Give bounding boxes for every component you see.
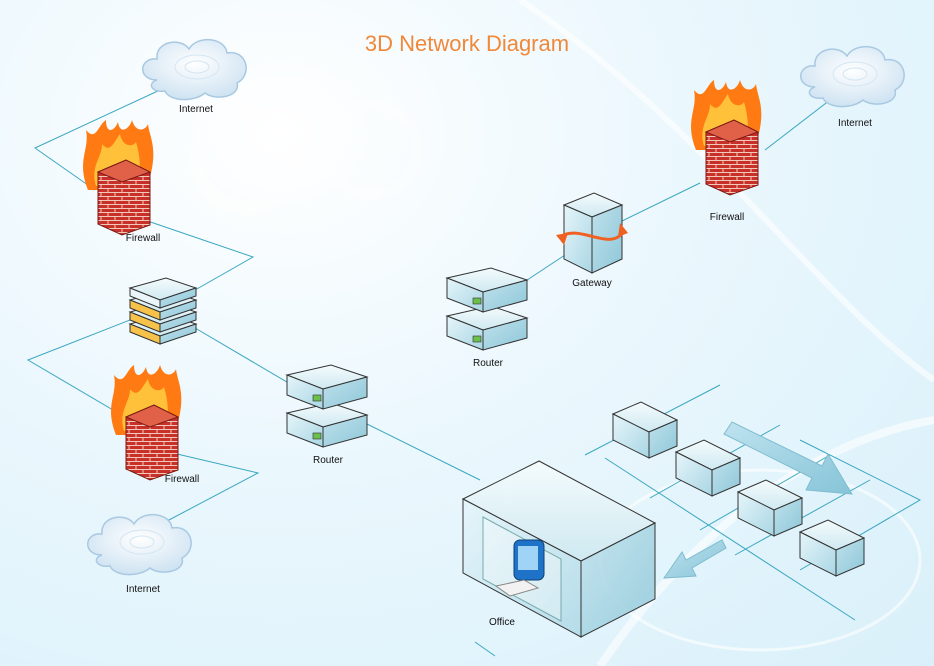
link-firewall-internet-r (764, 99, 831, 151)
gateway-icon (556, 192, 628, 274)
firewall-label: Firewall (709, 212, 745, 223)
computer-icon (494, 539, 545, 597)
firewall-icon (691, 80, 762, 196)
internet-label: Internet (126, 584, 160, 595)
router-icon (445, 267, 529, 351)
router-label: Router (472, 358, 504, 369)
link-firewall-internet-bl (149, 449, 260, 531)
link-switch-firewall-bl (26, 317, 136, 421)
router-label: Router (312, 455, 344, 466)
cloud-icon (87, 514, 192, 576)
flow-arrow-icon (663, 539, 727, 579)
office-label: Office (489, 617, 515, 628)
link-office-bottom (474, 641, 496, 657)
diagram-title: 3D Network Diagram (364, 31, 570, 56)
cloud-icon (800, 46, 905, 108)
workstation-icon (611, 401, 679, 459)
internet-label: Internet (838, 118, 872, 129)
link-internet-firewall-tl (34, 89, 161, 191)
internet-label: Internet (179, 104, 213, 115)
workstation-icon (736, 479, 804, 537)
link-switch-router (189, 324, 293, 386)
gateway-label: Gateway (572, 278, 612, 289)
workstation-icon (674, 439, 742, 497)
link-gateway-firewall (619, 182, 701, 223)
flow-arrow-icon (723, 421, 853, 495)
link-router-office (364, 422, 481, 481)
cloud-icon (142, 39, 247, 101)
workstation-icon (798, 519, 866, 577)
switch-stack-icon (128, 277, 198, 345)
router-icon (285, 364, 369, 448)
firewall-icon (83, 120, 154, 236)
firewall-label: Firewall (125, 233, 161, 244)
firewall-icon (111, 365, 182, 481)
firewall-label: Firewall (164, 474, 200, 485)
office-building-icon (461, 460, 657, 638)
